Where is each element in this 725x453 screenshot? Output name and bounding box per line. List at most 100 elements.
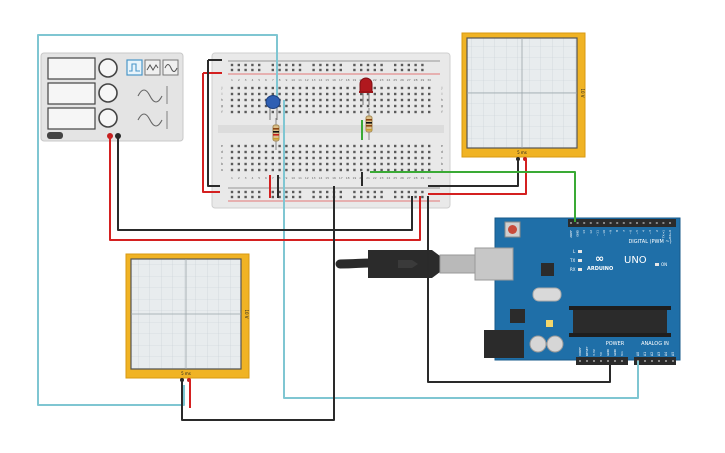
breadboard-column-number: 12 xyxy=(305,78,309,82)
breadboard-row-letter: i xyxy=(222,92,223,96)
breadboard-row-letter: c xyxy=(221,156,223,160)
digital-pin-label: 8 xyxy=(615,230,619,232)
power-button[interactable] xyxy=(47,132,63,139)
breadboard-row-letter: i xyxy=(442,92,443,96)
digital-pin-label: AREF xyxy=(569,230,573,238)
breadboard-column-number: 17 xyxy=(339,176,343,180)
breadboard-column-number: 27 xyxy=(407,78,411,82)
breadboard-row-letter: a xyxy=(441,168,443,172)
led-rx-label: RX xyxy=(570,267,576,272)
breadboard-row-letter: g xyxy=(441,104,443,108)
breadboard-column-number: 15 xyxy=(325,176,329,180)
wires xyxy=(37,34,639,421)
breadboard-column-number: 28 xyxy=(414,78,418,82)
breadboard-column-number: 26 xyxy=(400,176,404,180)
oscilloscope-time-label: 5 ms xyxy=(181,371,191,376)
analog-in-label: ANALOG IN xyxy=(641,341,669,347)
breadboard-column-number: 12 xyxy=(305,176,309,180)
breadboard-column-number: 29 xyxy=(420,78,424,82)
digital-pin-label: ~11 xyxy=(595,230,599,236)
breadboard-row-letter: a xyxy=(221,168,223,172)
power-pin-label: IOREF xyxy=(578,347,582,356)
digital-header[interactable] xyxy=(568,219,676,227)
offset-knob[interactable] xyxy=(98,108,118,128)
breadboard[interactable]: 1122334455667788991010111112121313141415… xyxy=(211,52,451,209)
usb-cable[interactable] xyxy=(335,250,476,278)
breadboard-column-number: 5 xyxy=(258,176,260,180)
analog-header[interactable] xyxy=(634,357,676,365)
breadboard-column-number: 23 xyxy=(380,176,384,180)
usb-port[interactable] xyxy=(474,247,514,281)
oscilloscope-top-right[interactable]: 10 V 5 ms xyxy=(461,32,586,161)
oscilloscope-bottom-left[interactable]: 10 V 5 ms xyxy=(125,253,250,382)
digital-pin-label: 4 xyxy=(642,230,646,232)
amplitude-knob[interactable] xyxy=(98,83,118,103)
breadboard-row-letter: e xyxy=(221,144,223,148)
breadboard-column-number: 5 xyxy=(258,78,260,82)
breadboard-column-number: 28 xyxy=(414,176,418,180)
digital-pin-label: ~5 xyxy=(635,230,639,235)
resistor-left[interactable] xyxy=(272,118,280,150)
led-tx-label: TX xyxy=(569,258,575,263)
breadboard-column-number: 4 xyxy=(251,176,253,180)
frequency-knob[interactable] xyxy=(98,58,118,78)
power-label: POWER xyxy=(606,341,625,347)
arduino-brand: ARDUINO xyxy=(587,266,613,272)
breadboard-column-number: 7 xyxy=(272,78,274,82)
breadboard-column-number: 16 xyxy=(332,176,336,180)
breadboard-row-letter: h xyxy=(221,98,223,102)
analog-pin-label: A2 xyxy=(650,352,654,356)
breadboard-column-number: 17 xyxy=(339,78,343,82)
breadboard-column-number: 26 xyxy=(400,78,404,82)
breadboard-column-number: 10 xyxy=(291,176,295,180)
digital-pin-label: 13 xyxy=(582,230,586,234)
resistor-right[interactable] xyxy=(365,108,373,140)
breadboard-column-number: 11 xyxy=(298,176,302,180)
digital-pin-label: ~9 xyxy=(609,230,613,235)
power-pin-label: GND xyxy=(606,348,610,356)
display-offset xyxy=(47,107,96,130)
breadboard-column-number: 10 xyxy=(291,78,295,82)
breadboard-column-number: 8 xyxy=(279,176,281,180)
breadboard-row-letter: b xyxy=(221,162,224,166)
breadboard-row-letter: h xyxy=(441,98,443,102)
breadboard-column-number: 18 xyxy=(346,78,350,82)
breadboard-row-letter: d xyxy=(441,150,443,154)
analog-pin-label: A0 xyxy=(636,352,640,356)
breadboard-column-number: 15 xyxy=(325,78,329,82)
square-wave-icon[interactable] xyxy=(126,59,143,76)
function-generator[interactable] xyxy=(40,52,184,142)
breadboard-column-number: 1 xyxy=(231,78,233,82)
oscilloscope-volts-label: 10 V xyxy=(580,88,585,97)
triangle-wave-icon[interactable] xyxy=(144,59,161,76)
breadboard-column-number: 30 xyxy=(427,176,431,180)
offset-wave-icon xyxy=(137,113,163,127)
breadboard-column-number: 16 xyxy=(332,78,336,82)
digital-pin-label: ~3 xyxy=(648,230,652,235)
analog-pin-label: A1 xyxy=(643,352,647,356)
breadboard-column-number: 22 xyxy=(373,78,377,82)
digital-label: DIGITAL (PWM ~) xyxy=(628,239,671,245)
crystal xyxy=(532,287,562,302)
arduino-model: UNO xyxy=(624,255,647,266)
breadboard-column-number: 14 xyxy=(318,78,322,82)
breadboard-holes xyxy=(230,63,431,199)
power-jack[interactable] xyxy=(484,330,524,358)
ceramic-capacitor[interactable] xyxy=(265,95,281,121)
breadboard-column-number: 22 xyxy=(373,176,377,180)
breadboard-column-number: 1 xyxy=(231,176,233,180)
red-led[interactable] xyxy=(359,77,373,105)
power-pin-label: GND xyxy=(613,348,617,356)
breadboard-column-number: 3 xyxy=(245,176,247,180)
breadboard-column-number: 18 xyxy=(346,176,350,180)
led-l-label: L xyxy=(573,249,576,254)
digital-pin-label: 2 xyxy=(655,230,659,232)
capacitor xyxy=(529,335,547,353)
usb-chip xyxy=(541,263,554,276)
breadboard-column-number: 24 xyxy=(386,176,390,180)
breadboard-column-number: 29 xyxy=(420,176,424,180)
voltage-regulator xyxy=(510,309,525,323)
